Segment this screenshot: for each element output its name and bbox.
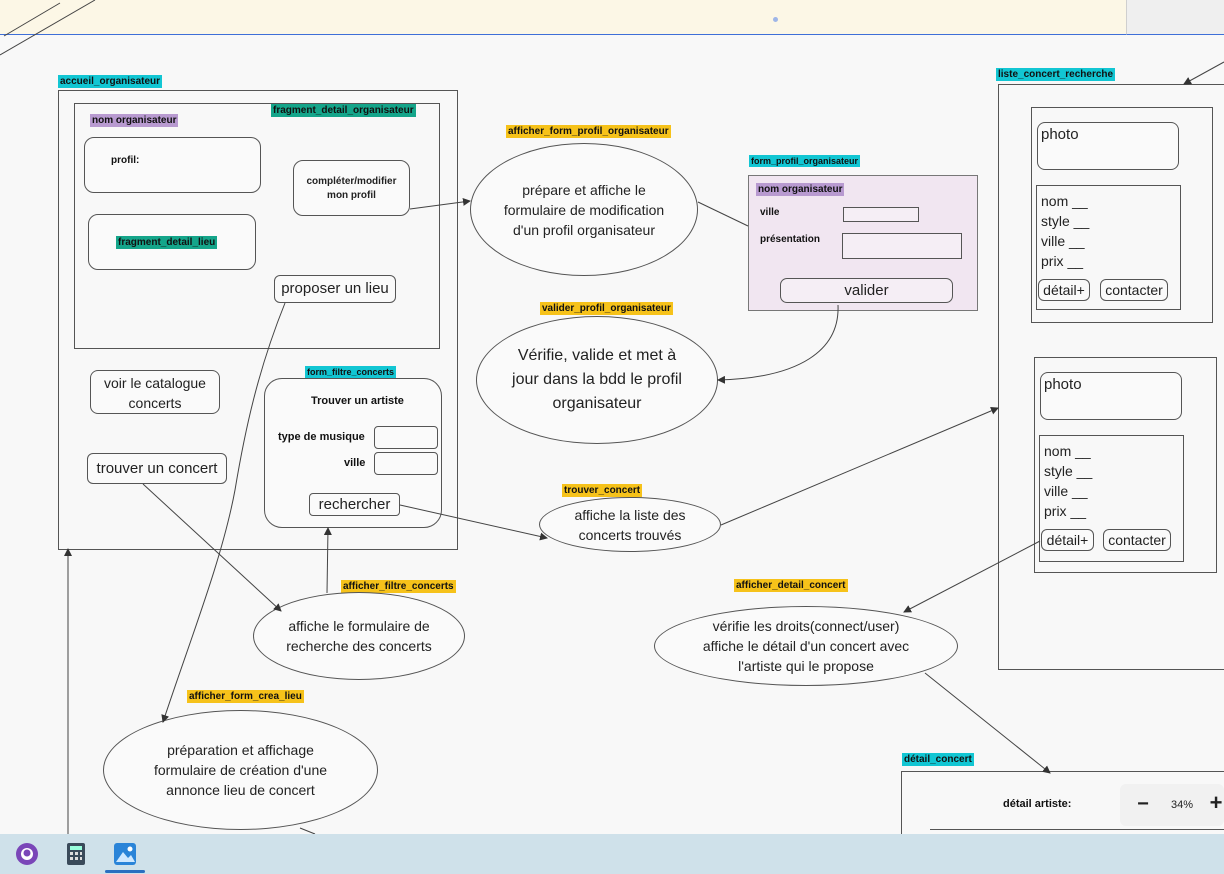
- trouver-concert-ellipse[interactable]: affiche la liste des concerts trouvés: [539, 497, 721, 552]
- proposer-un-lieu-button[interactable]: proposer un lieu: [274, 275, 396, 303]
- valider-profil-label: valider_profil_organisateur: [540, 302, 673, 315]
- frame-label-accueil-organisateur: accueil_organisateur: [58, 75, 163, 88]
- completer-modifier-profil-text: compléter/modifier mon profil: [306, 176, 397, 201]
- zoom-control: [1120, 784, 1224, 826]
- active-app-indicator: [105, 870, 145, 873]
- afficher-detail-concert-ellipse[interactable]: vérifie les droits(connect/user) affiche…: [654, 606, 958, 686]
- afficher-form-profil-ellipse[interactable]: prépare et affiche le formulaire de modi…: [470, 143, 698, 276]
- profil-box[interactable]: [84, 137, 261, 193]
- concert-card-detail-button[interactable]: détail+: [1041, 529, 1094, 551]
- afficher-form-profil-label: afficher_form_profil_organisateur: [506, 125, 671, 138]
- concert-card-contacter-button[interactable]: contacter: [1100, 279, 1168, 301]
- concert-card-prix: prix __: [1044, 503, 1087, 519]
- zoom-level: 34%: [1170, 799, 1194, 811]
- concert-card-photo-label: photo: [1041, 126, 1079, 143]
- concert-card-photo-label: photo: [1044, 376, 1082, 393]
- concert-card-nom: nom __: [1044, 443, 1091, 459]
- form-profil-organisateur-label: form_profil_organisateur: [749, 155, 861, 167]
- zoom-out-button[interactable]: −: [1137, 793, 1149, 815]
- valider-profil-text: Vérifie, valide et met à jour dans la bd…: [512, 347, 682, 412]
- concert-card[interactable]: [1031, 107, 1213, 323]
- form-ville-field[interactable]: [843, 207, 919, 222]
- profil-label: profil:: [111, 155, 140, 166]
- concert-card-info: [1039, 435, 1184, 562]
- afficher-filtre-concerts-text: affiche le formulaire de recherche des c…: [286, 618, 432, 654]
- afficher-detail-concert-text: vérifie les droits(connect/user) affiche…: [702, 618, 910, 674]
- photos-icon[interactable]: [114, 843, 136, 865]
- afficher-form-profil-text: prépare et affiche le formulaire de modi…: [503, 181, 665, 238]
- concert-card-nom: nom __: [1041, 193, 1088, 209]
- calculator-icon[interactable]: [67, 843, 85, 865]
- top-toolbar-right: [1126, 0, 1224, 35]
- fragment-detail-lieu-label: fragment_detail_lieu: [116, 236, 218, 249]
- voir-le-catalogue-text: voir le catalogue concerts: [104, 375, 206, 411]
- afficher-form-crea-lieu-text: préparation et affichage formulaire de c…: [153, 742, 328, 798]
- valider-profil-ellipse[interactable]: Vérifie, valide et met à jour dans la bd…: [476, 316, 718, 444]
- rechercher-button[interactable]: rechercher: [309, 493, 400, 516]
- concert-card-photo: [1037, 122, 1179, 170]
- concert-card-detail-button[interactable]: détail+: [1038, 279, 1090, 301]
- form-presentation-field[interactable]: [842, 233, 962, 259]
- ville-filter-field[interactable]: [374, 452, 438, 475]
- concert-card[interactable]: [1034, 357, 1217, 573]
- detail-artiste-label: détail artiste:: [1003, 798, 1072, 810]
- concert-card-ville: ville __: [1044, 483, 1088, 499]
- concert-card-style: style __: [1044, 463, 1093, 479]
- toolbar-dot: [773, 17, 778, 22]
- completer-modifier-profil-button[interactable]: [293, 160, 410, 216]
- form-filtre-concerts-label: form_filtre_concerts: [305, 366, 397, 378]
- form-ville-label: ville: [760, 207, 780, 218]
- fragment-detail-organisateur-label: fragment_detail_organisateur: [271, 104, 416, 117]
- form-nom-organisateur-label: nom organisateur: [756, 183, 845, 196]
- nom-organisateur-label: nom organisateur: [90, 114, 179, 127]
- detail-concert-label: détail_concert: [902, 753, 974, 766]
- concert-card-prix: prix __: [1041, 253, 1084, 269]
- type-de-musique-label: type de musique: [278, 431, 365, 443]
- afficher-form-crea-lieu-label: afficher_form_crea_lieu: [187, 690, 304, 703]
- concert-card-info: [1036, 185, 1181, 310]
- liste-concert-recherche-label: liste_concert_recherche: [996, 68, 1116, 81]
- detail-concert-inner-line: [930, 829, 1224, 830]
- afficher-form-crea-lieu-ellipse[interactable]: préparation et affichage formulaire de c…: [103, 710, 378, 830]
- zoom-in-button[interactable]: +: [1209, 790, 1223, 815]
- concert-card-ville: ville __: [1041, 233, 1085, 249]
- form-valider-button[interactable]: valider: [780, 278, 953, 303]
- type-de-musique-field[interactable]: [374, 426, 438, 449]
- afficher-detail-concert-label: afficher_detail_concert: [734, 579, 848, 592]
- afficher-filtre-concerts-label: afficher_filtre_concerts: [341, 580, 456, 593]
- github-icon[interactable]: [16, 843, 38, 865]
- top-toolbar: [0, 0, 1126, 35]
- trouver-un-concert-button[interactable]: trouver un concert: [87, 453, 227, 484]
- trouver-un-artiste-title: Trouver un artiste: [311, 395, 404, 407]
- taskbar: [0, 834, 1224, 874]
- concert-card-style: style __: [1041, 213, 1090, 229]
- concert-card-contacter-button[interactable]: contacter: [1103, 529, 1171, 551]
- trouver-concert-text: affiche la liste des concerts trouvés: [574, 506, 686, 543]
- ville-filter-label: ville: [344, 457, 366, 469]
- afficher-filtre-concerts-ellipse[interactable]: affiche le formulaire de recherche des c…: [253, 592, 465, 680]
- liste-concert-recherche-frame[interactable]: [998, 84, 1224, 670]
- form-presentation-label: présentation: [760, 234, 821, 245]
- trouver-concert-label: trouver_concert: [562, 484, 643, 497]
- concert-card-photo: [1040, 372, 1182, 420]
